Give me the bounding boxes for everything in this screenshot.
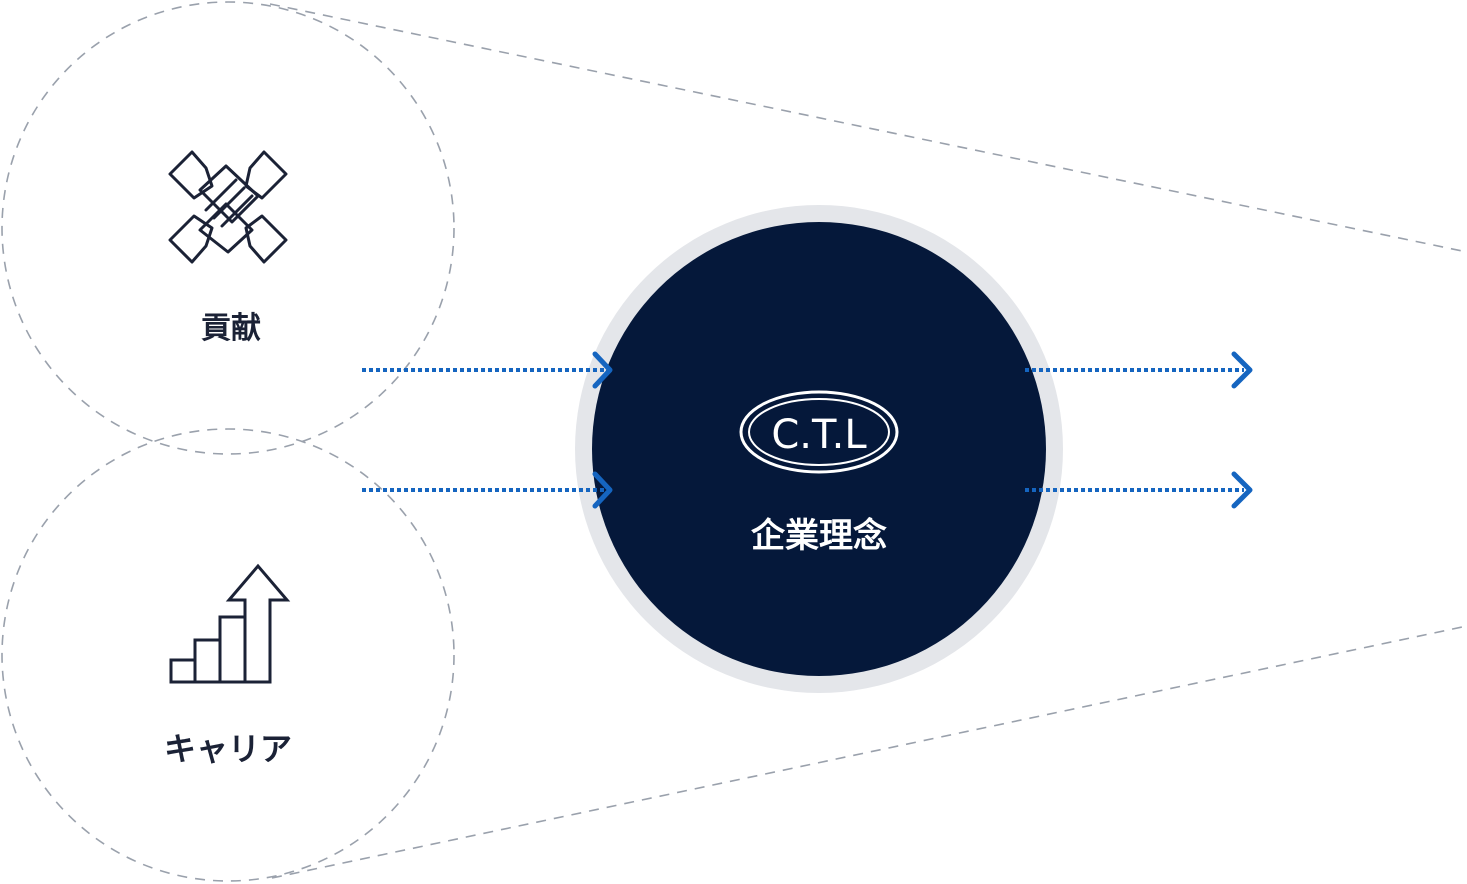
center-circle [592, 222, 1046, 676]
input-arrow-bottom [362, 471, 613, 509]
hands-together-icon [168, 150, 288, 264]
center-label: 企業理念 [751, 516, 887, 556]
funnel-top-line [269, 3, 1467, 253]
ctl-logo: C.T.L [739, 390, 899, 474]
output-arrow-bottom [1025, 471, 1253, 509]
contribution-label: 貢献 [201, 311, 261, 346]
input-arrow-top [362, 351, 613, 389]
contribution-circle [1, 1, 455, 455]
career-label: キャリア [164, 730, 292, 768]
flow-arrows [362, 351, 1253, 509]
growth-bars-arrow-icon [169, 563, 291, 684]
ctl-logo-text: C.T.L [771, 412, 867, 458]
career-circle [1, 428, 455, 882]
funnel-lines [269, 3, 1467, 879]
output-arrow-top [1025, 351, 1253, 389]
funnel-bottom-line [271, 625, 1467, 879]
